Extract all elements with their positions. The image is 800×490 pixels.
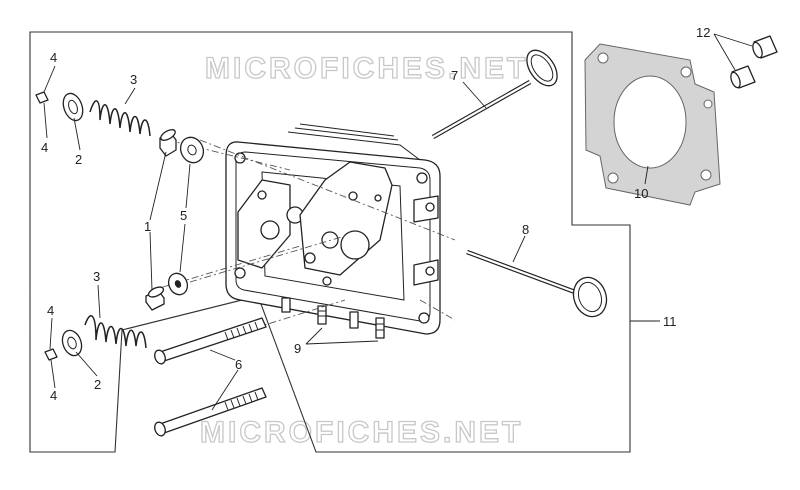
bolts-6	[154, 317, 267, 437]
callout-1: 1	[144, 219, 151, 234]
gasket-10	[584, 43, 721, 206]
assembly-frame	[29, 31, 631, 453]
upper-valve-train	[35, 91, 205, 164]
callout-5: 5	[180, 208, 187, 223]
callout-labels: 4 4 2 3 1 5 3 4 4 2 6 7 8 9 10 11 12	[41, 25, 710, 403]
callout-10: 10	[634, 186, 648, 201]
callout-12: 12	[696, 25, 710, 40]
callout-6: 6	[235, 357, 242, 372]
dowel-pins-12	[730, 35, 778, 89]
watermark-bottom: MICROFICHES.NET	[200, 416, 523, 449]
callout-4-top-b: 4	[41, 140, 48, 155]
callout-9: 9	[294, 341, 301, 356]
callout-7: 7	[451, 68, 458, 83]
callout-4-bottom-b: 4	[50, 388, 57, 403]
callout-2-top: 2	[75, 152, 82, 167]
callout-4-bottom-a: 4	[47, 303, 54, 318]
assembly-lines	[162, 139, 456, 329]
valve-8	[466, 249, 608, 318]
callout-4-top-a: 4	[50, 50, 57, 65]
callout-2-bottom: 2	[94, 377, 101, 392]
callout-3-bottom: 3	[93, 269, 100, 284]
callout-3-top: 3	[130, 72, 137, 87]
leader-lines	[43, 33, 753, 411]
callout-11: 11	[663, 314, 677, 329]
callout-8: 8	[522, 222, 529, 237]
valve-7	[431, 49, 558, 139]
watermark-top: MICROFICHES.NET	[205, 52, 528, 85]
lower-valve-train	[44, 272, 189, 361]
cylinder-head	[225, 123, 441, 339]
